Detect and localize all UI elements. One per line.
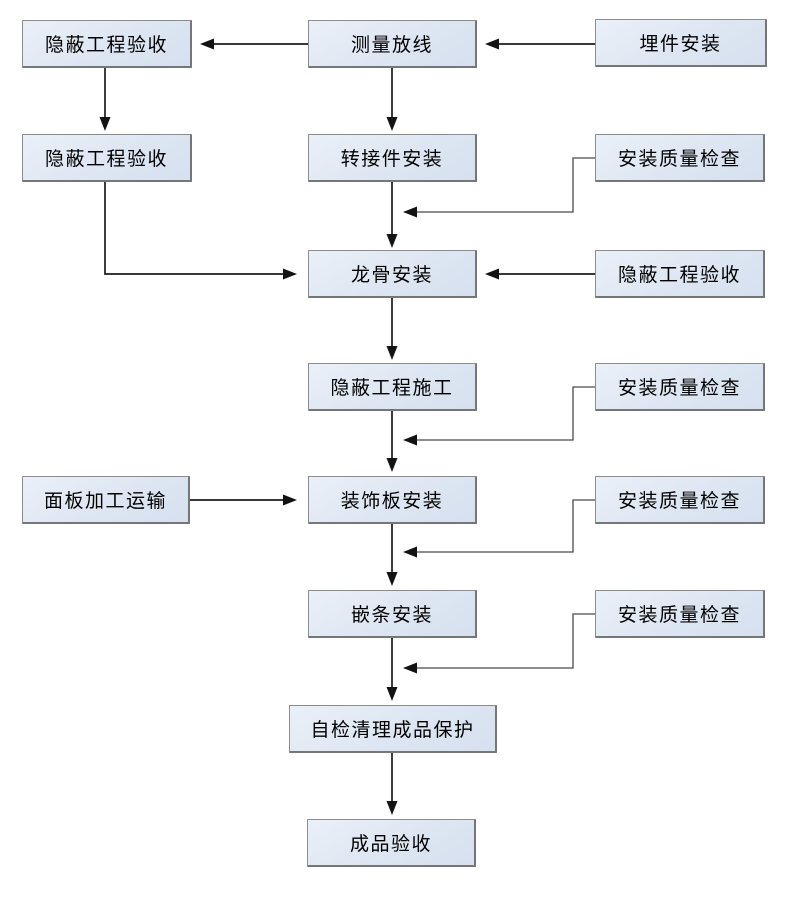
arrow-down-icon bbox=[386, 458, 398, 472]
edge-survey-layout-to-hidden-acceptance-1 bbox=[200, 38, 308, 50]
edge-trim-install-to-self-check bbox=[386, 638, 398, 701]
arrow-left-icon bbox=[485, 268, 499, 280]
edge-quality-check-1-feedback bbox=[403, 157, 595, 218]
edge-hidden-work-to-panel-install bbox=[386, 411, 398, 472]
edge-hidden-acceptance-1-to-hidden-acceptance-2 bbox=[99, 68, 111, 131]
node-trim-install: 嵌条安装 bbox=[308, 590, 477, 638]
edge-hidden-acceptance-3-to-keel-install bbox=[485, 268, 595, 280]
node-hidden-work: 隐蔽工程施工 bbox=[308, 363, 477, 411]
arrow-right-icon bbox=[283, 494, 297, 506]
node-panel-install: 装饰板安装 bbox=[308, 476, 477, 524]
node-quality-check-3: 安装质量检查 bbox=[595, 476, 765, 524]
edge-quality-check-3-feedback bbox=[403, 499, 595, 558]
edge-line bbox=[104, 182, 284, 275]
edge-quality-check-4-feedback bbox=[403, 613, 595, 674]
arrow-down-icon bbox=[386, 346, 398, 360]
edge-line bbox=[416, 157, 595, 213]
edge-panel-install-to-trim-install bbox=[386, 524, 398, 586]
arrow-down-icon bbox=[99, 117, 111, 131]
edge-quality-check-2-feedback bbox=[403, 386, 595, 446]
edge-keel-install-to-hidden-work bbox=[386, 298, 398, 360]
arrow-down-icon bbox=[386, 572, 398, 586]
node-embed-install: 埋件安装 bbox=[595, 19, 767, 67]
edge-line bbox=[416, 386, 595, 441]
arrow-left-icon bbox=[403, 546, 417, 558]
node-quality-check-4: 安装质量检查 bbox=[595, 590, 765, 638]
arrow-left-icon bbox=[403, 434, 417, 446]
arrow-down-icon bbox=[386, 687, 398, 701]
node-panel-transport: 面板加工运输 bbox=[22, 476, 190, 524]
arrow-left-icon bbox=[200, 38, 214, 50]
node-hidden-acceptance-1: 隐蔽工程验收 bbox=[22, 20, 192, 68]
node-hidden-acceptance-2: 隐蔽工程验收 bbox=[22, 134, 192, 182]
arrow-left-icon bbox=[403, 662, 417, 674]
arrow-down-icon bbox=[386, 117, 398, 131]
arrow-right-icon bbox=[283, 268, 297, 280]
node-keel-install: 龙骨安装 bbox=[308, 250, 477, 298]
edge-adapter-install-to-keel-install bbox=[386, 182, 398, 248]
node-survey-layout: 测量放线 bbox=[308, 20, 477, 68]
arrow-left-icon bbox=[485, 38, 499, 50]
arrow-left-icon bbox=[403, 206, 417, 218]
node-quality-check-2: 安装质量检查 bbox=[595, 363, 765, 411]
edge-survey-layout-to-adapter-install bbox=[386, 68, 398, 131]
edge-hidden-acceptance-2-to-keel-install bbox=[104, 182, 297, 280]
arrow-down-icon bbox=[386, 234, 398, 248]
node-self-check: 自检清理成品保护 bbox=[289, 705, 497, 753]
node-adapter-install: 转接件安装 bbox=[308, 134, 477, 182]
arrow-down-icon bbox=[386, 801, 398, 815]
node-hidden-acceptance-3: 隐蔽工程验收 bbox=[595, 250, 765, 298]
edge-embed-install-to-survey-layout bbox=[485, 38, 595, 50]
edge-panel-transport-to-panel-install bbox=[190, 494, 297, 506]
node-final-acceptance: 成品验收 bbox=[307, 819, 476, 867]
edge-self-check-to-final-acceptance bbox=[386, 753, 398, 815]
edge-line bbox=[416, 499, 595, 553]
node-quality-check-1: 安装质量检查 bbox=[595, 134, 765, 182]
edge-line bbox=[416, 613, 595, 669]
